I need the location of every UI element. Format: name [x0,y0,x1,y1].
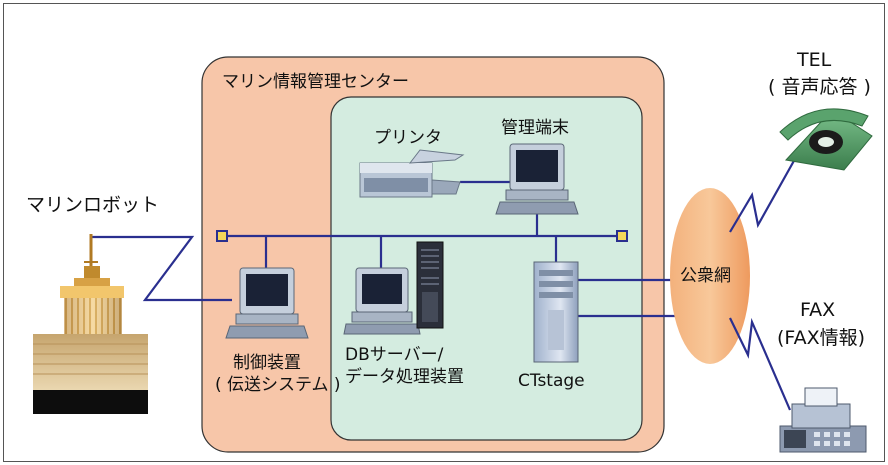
terminal-label: 管理端末 [501,118,569,138]
ctstage-server-icon [533,261,579,363]
marine-robot-label: マリンロボット [26,194,160,216]
telephone-icon [779,108,873,171]
bus-terminator-left [216,230,228,242]
fax-link [729,317,792,411]
lan-bus [222,180,622,270]
fax-machine-icon [779,387,867,453]
marine-robot-icon [33,234,148,414]
printer-label: プリンタ [374,128,442,148]
fax-label-line1: FAX [800,299,836,321]
ctstage-lines [578,278,678,318]
tel-label-line1: TEL [797,49,832,71]
db-server-tower-icon [416,241,444,329]
controller-computer-icon [225,267,309,339]
db-label-line2: データ処理装置 [345,367,464,387]
bus-terminator-right [616,230,628,242]
db-label-line1: DBサーバー/ [345,345,444,365]
controller-label-line2: ( 伝送システム ) [215,375,341,395]
db-computer-icon [343,267,421,335]
robot-link [92,235,232,302]
controller-label-line1: 制御装置 [233,353,301,373]
printer-icon [359,149,465,198]
tel-label-line2: ( 音声応答 ) [768,76,871,98]
tel-link [729,149,801,233]
public-network-label: 公衆網 [680,266,731,286]
terminal-computer-icon [495,143,579,215]
center-title: マリン情報管理センター [222,72,409,92]
fax-label-line2: (FAX情報) [777,327,866,349]
ctstage-label: CTstage [518,371,585,391]
